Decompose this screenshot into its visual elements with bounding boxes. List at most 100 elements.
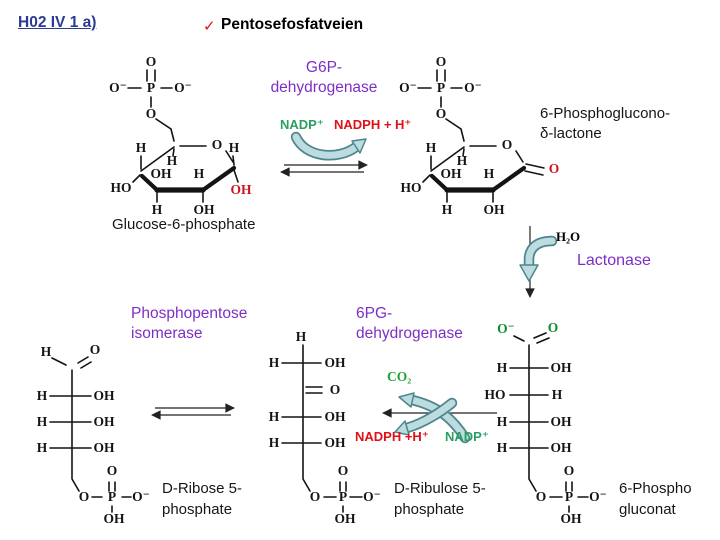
atom-label: OH (193, 202, 215, 217)
atom-label: OH (483, 202, 505, 217)
atom-label: H (442, 202, 453, 217)
atom-label: OH (550, 414, 572, 429)
atom-label: O (310, 489, 321, 504)
atom-label: H (269, 435, 280, 450)
ribose-5-phosphate-label: D-Ribose 5-phosphate (162, 480, 243, 518)
atom-label: H (41, 344, 52, 359)
atom-label: O⁻ (464, 80, 482, 95)
atom-label: O (436, 106, 447, 121)
cofactor-arrows (290, 131, 558, 444)
atom-label: H (484, 166, 495, 181)
atom-label: OH (334, 511, 356, 526)
atom-label: O (549, 161, 560, 176)
atom-label: H (497, 440, 508, 455)
atom-label: O (146, 54, 157, 69)
lactone-label: 6-Phosphoglucono-δ-lactone (540, 105, 671, 142)
atom-label: O (330, 382, 341, 397)
atom-label: O (536, 489, 547, 504)
atom-label: OH (560, 511, 582, 526)
atom-label: OH (93, 388, 115, 403)
h2o-cofactor-arrow (519, 235, 558, 282)
atom-label: OH (324, 435, 346, 450)
atom-label: P (339, 489, 347, 504)
atom-label: O (436, 54, 447, 69)
atom-label: OH (230, 182, 252, 197)
atom-label: O (502, 137, 513, 152)
atom-label: H (167, 153, 178, 168)
atom-label: O (90, 342, 101, 357)
atom-label: P (147, 80, 155, 95)
atom-label: OH (103, 511, 125, 526)
nadph-top-label: NADPH + H⁺ (334, 117, 412, 132)
atom-label: HO (484, 387, 505, 402)
atom-label: H (37, 440, 48, 455)
atom-label: O (338, 463, 349, 478)
atom-label: P (565, 489, 573, 504)
atom-label: H (269, 355, 280, 370)
atom-label: H (136, 140, 147, 155)
g6p-dehydrogenase-label: G6P-dehydrogenase (270, 59, 378, 96)
atom-label: O (564, 463, 575, 478)
atom-label: H (497, 360, 508, 375)
atom-label: OH (550, 360, 572, 375)
glucose-6-phosphate-label: Glucose-6-phosphate (112, 216, 256, 233)
atom-label: OH (324, 409, 346, 424)
co2-label: CO₂ (387, 369, 412, 384)
atom-label: OH (93, 414, 115, 429)
atom-label: H (457, 153, 468, 168)
atom-label: H (552, 387, 563, 402)
nadph-bottom-label: NADPH +H⁺ (355, 429, 429, 444)
atom-label: O⁻ (109, 80, 127, 95)
atom-label: HO (110, 180, 131, 195)
atom-label: H (37, 414, 48, 429)
atom-label: P (108, 489, 116, 504)
atom-label: H (194, 166, 205, 181)
pgd-cofactor-arrow-lower (394, 397, 458, 436)
atom-label: O⁻ (174, 80, 192, 95)
h2o-label: H₂O (556, 229, 581, 244)
g6pd-cofactor-arrow (290, 131, 367, 161)
atom-label: O (212, 137, 223, 152)
atom-label: H (37, 388, 48, 403)
slide-code: H02 IV 1 a) (18, 14, 97, 31)
atom-label: H (296, 329, 307, 344)
atom-label: H (497, 414, 508, 429)
lactonase-label: Lactonase (577, 252, 651, 269)
slide-title: Pentosefosfatveien (221, 16, 364, 33)
atom-label: O⁻ (399, 80, 417, 95)
atom-label: OH (324, 355, 346, 370)
atom-label: OH (93, 440, 115, 455)
atom-label: O (79, 489, 90, 504)
checkmark-icon: ✓ (203, 18, 216, 35)
atom-label: OH (550, 440, 572, 455)
atom-label: O⁻ (589, 489, 607, 504)
atom-label: OH (440, 166, 462, 181)
atom-label: O (107, 463, 118, 478)
atom-label: O (548, 320, 559, 335)
nadp-plus-top-label: NADP⁺ (280, 117, 324, 132)
atom-label: H (229, 140, 240, 155)
atom-label: O (146, 106, 157, 121)
atom-label: H (152, 202, 163, 217)
atom-label: P (437, 80, 445, 95)
atom-label: OH (150, 166, 172, 181)
nadp-plus-bottom-label: NADP⁺ (445, 429, 489, 444)
atom-label: O⁻ (497, 321, 515, 336)
atom-label: H (269, 409, 280, 424)
atom-label: HO (400, 180, 421, 195)
atom-label: O⁻ (132, 489, 150, 504)
6pg-dehydrogenase-label: 6PG-dehydrogenase (356, 305, 463, 342)
